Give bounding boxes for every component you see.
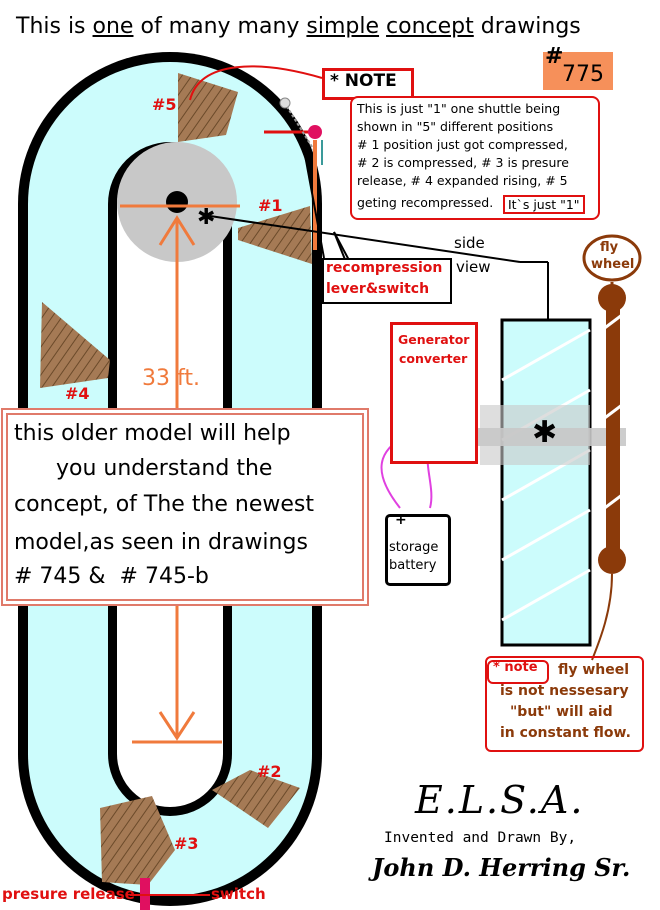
flywheel-note-line: fly wheel: [558, 662, 630, 678]
generator-label: converter: [399, 351, 468, 366]
position-label-1: #1: [258, 196, 283, 215]
battery-label: battery: [389, 558, 437, 573]
dimension-label: 33 ft.: [142, 366, 200, 391]
flywheel: [582, 234, 642, 661]
flywheel-note-header: * note: [493, 660, 538, 675]
position-label-2: #2: [257, 762, 282, 781]
note-line: # 2 is compressed, # 3 is presure: [357, 155, 569, 170]
switch-label: switch: [211, 885, 266, 903]
side-view-cylinder: [456, 318, 626, 647]
recompression-label: recompression: [326, 260, 443, 276]
flywheel-note-line: is not nessesary: [500, 683, 629, 699]
shuttle-position-1: [238, 206, 312, 264]
note-text-box: [350, 96, 600, 220]
elsa-signature: E.L.S.A.: [415, 778, 585, 822]
flywheel-note-line: in constant flow.: [500, 725, 631, 741]
older-model-line: you understand the: [56, 456, 273, 481]
generator-box: [390, 322, 478, 464]
shuttle-position-3: [100, 796, 175, 885]
position-label-5: #5: [152, 95, 177, 114]
flywheel-label: wheel: [591, 257, 635, 272]
flywheel-note-box: [485, 656, 644, 752]
storage-battery: [385, 514, 451, 586]
flywheel-label: fly: [600, 240, 619, 255]
page-title: This is one of many many simple concept …: [16, 14, 581, 39]
recompression-label: lever&switch: [326, 281, 430, 297]
shuttle-position-2: [212, 770, 300, 828]
older-model-line: # 745 & # 745-b: [14, 564, 209, 589]
invented-by-label: Invented and Drawn By,: [384, 830, 577, 846]
older-model-line: concept, of The the newest: [14, 492, 315, 517]
note-emphasis: It`s just "1": [503, 195, 585, 214]
author-signature: John D. Herring Sr.: [372, 853, 631, 882]
note-label: * NOTE: [330, 71, 397, 91]
older-model-box: [6, 413, 364, 601]
note-line: geting recompressed.: [357, 195, 494, 210]
note-line: shown in "5" different positions: [357, 119, 554, 134]
hub-axle: [166, 191, 188, 213]
side-view-label: view: [456, 258, 491, 276]
shuttle-position-4: [40, 302, 110, 388]
drawing-number-value: 775: [562, 62, 604, 87]
battery-label: storage: [389, 540, 439, 555]
generator-label: Generator: [398, 332, 470, 347]
note-line: This is just "1" one shuttle being: [357, 101, 561, 116]
note-line: release, # 4 expanded rising, # 5: [357, 173, 568, 188]
pressure-release-label: presure release: [2, 885, 135, 903]
note-line: # 1 position just got compressed,: [357, 137, 568, 152]
side-view-label: side: [454, 234, 485, 252]
battery-plus: +: [395, 512, 407, 528]
position-label-3: #3: [174, 834, 199, 853]
drawing-number-badge: [543, 52, 613, 90]
position-label-4: #4: [65, 384, 90, 403]
svg-text:✱: ✱: [197, 205, 215, 230]
older-model-line: this older model will help: [14, 421, 291, 446]
older-model-line: model,as seen in drawings: [14, 530, 308, 555]
side-axle-mark: ✱: [532, 415, 557, 450]
battery-minus: −: [423, 508, 435, 524]
recompression-label-box: [322, 258, 452, 304]
flywheel-note-header-box: [487, 660, 549, 684]
flywheel-note-line: "but" will aid: [510, 704, 613, 720]
drawing-number-hash: #: [545, 44, 564, 69]
